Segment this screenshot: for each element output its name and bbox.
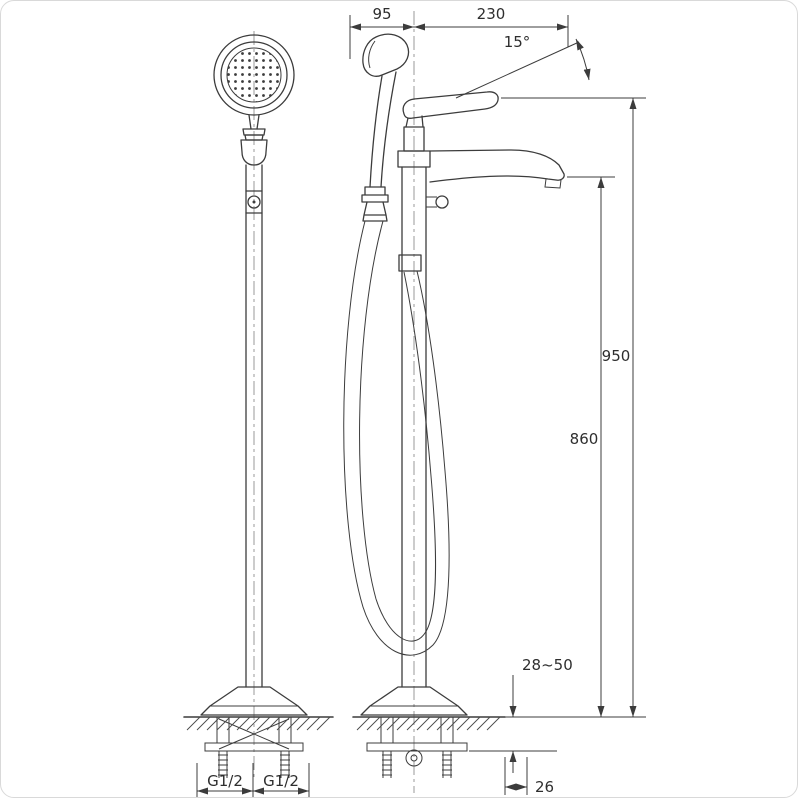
side-column: [401, 166, 427, 688]
spout-outlet: [544, 178, 562, 189]
floor: [183, 716, 506, 731]
hand-shower-side: [361, 33, 410, 222]
shower-head-front: [213, 34, 295, 116]
floor-hatching: [356, 716, 501, 731]
dim-label-26: 26: [535, 778, 554, 796]
side-supply-pipes: [380, 717, 454, 743]
floor-hatching: [186, 716, 331, 731]
side-underfloor: [366, 717, 468, 778]
shower-holder-front: [240, 114, 268, 166]
side-diverter-stem: [426, 196, 437, 208]
side-clamp-plate: [366, 742, 468, 752]
side-view: [343, 11, 565, 793]
dim-label-230: 230: [477, 5, 506, 23]
front-bolt-threads: [218, 754, 290, 776]
holder-ring-1: [242, 128, 266, 136]
dim-label-g12-right: G1/2: [263, 772, 299, 790]
dim-label-g12-left: G1/2: [207, 772, 243, 790]
shower-hose: [343, 220, 450, 656]
front-diverter: [245, 190, 263, 214]
side-base: [360, 686, 468, 716]
diverter-joint-lines: [245, 190, 263, 214]
front-cross-brace: [218, 718, 290, 750]
shower-head-outer-ring: [213, 34, 295, 116]
spout: [429, 149, 565, 183]
hose-column-fitting: [398, 254, 422, 272]
dim-label-95: 95: [372, 5, 391, 23]
offset-extension-lines: [504, 757, 528, 795]
lever-neck: [405, 115, 424, 128]
holder-cup: [240, 139, 268, 166]
angle-arc: [575, 38, 591, 81]
side-inlet-circle-inner: [410, 754, 418, 762]
dim-label-15deg: 15°: [504, 33, 531, 51]
hose-outer-line: [343, 220, 450, 656]
shower-head-inner-ring: [220, 41, 288, 109]
front-view: [200, 31, 308, 781]
diverter-knob: [247, 195, 261, 209]
handset-handle: [369, 71, 397, 188]
angle-reference-line: [455, 41, 580, 99]
dim-label-860: 860: [570, 430, 599, 448]
dimensions: 95 230 15° 950 860 28~50 26 G1/2 G1/2: [196, 5, 646, 797]
front-column: [245, 164, 263, 688]
front-clamp-plate: [204, 742, 304, 752]
holder-neck: [248, 114, 260, 130]
hose-inner-line: [359, 220, 437, 642]
column-cap: [397, 150, 431, 168]
handset-head-detail: [368, 40, 376, 69]
height-extension-lines: [501, 97, 646, 718]
lever-handle: [402, 91, 499, 120]
top-extension-lines: [349, 15, 569, 59]
dim-label-2850: 28~50: [522, 656, 573, 674]
mixer-body-side: [397, 91, 565, 688]
side-diverter-knob: [435, 195, 449, 209]
side-bolt-shafts: [382, 751, 452, 778]
diverter-knob-center: [252, 200, 256, 204]
handset-head: [362, 33, 410, 77]
dim-label-950: 950: [602, 347, 631, 365]
shower-head-spray-face: [226, 47, 282, 103]
side-inlet-circle: [405, 749, 423, 767]
handset-hose-nut: [362, 201, 388, 222]
handset-fitting: [361, 186, 389, 203]
front-base: [200, 686, 308, 716]
side-bolt-threads: [382, 754, 452, 776]
